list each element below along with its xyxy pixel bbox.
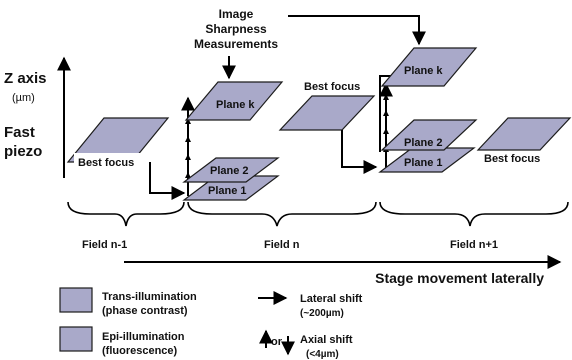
field-brace-n+1	[379, 201, 569, 227]
lateral-arrow-field-n-1	[149, 162, 186, 200]
plane-2-field-n	[182, 157, 280, 183]
measurement-arrow-right	[288, 15, 426, 46]
plane-best-focus-field-n+1	[476, 117, 572, 151]
plane-1-label-field-n: Plane 1	[208, 185, 247, 197]
legend-trans-line2: (phase contrast)	[102, 305, 188, 317]
lateral-arrow-field-n	[341, 130, 378, 174]
axial-scan-tick	[185, 136, 191, 142]
plane-1-field-n+1	[378, 147, 476, 173]
axial-scan-tick	[383, 128, 389, 134]
plane-1-label-field-n+1: Plane 1	[404, 157, 443, 169]
plane-2-label-field-n+1: Plane 2	[404, 137, 443, 149]
legend-axial-or: or	[271, 336, 283, 348]
axial-scan-tick	[185, 154, 191, 160]
best-focus-label-field-n-1: Best focus	[78, 157, 134, 169]
stage-movement-label: Stage movement laterally	[375, 270, 544, 286]
legend-axial-line2: (<4µm)	[306, 349, 339, 360]
plane-best-focus-field-n	[278, 95, 376, 131]
best-focus-label-bg	[74, 153, 152, 169]
plane-1-field-n	[182, 175, 280, 201]
measurement-label-line2: Sharpness	[205, 22, 267, 36]
field-brace-n-1	[67, 201, 185, 227]
field-label-n: Field n	[264, 239, 300, 251]
legend-axial-line1: Axial shift	[300, 334, 353, 346]
plane-2-label-field-n: Plane 2	[210, 165, 249, 177]
plane-k-field-n	[184, 81, 284, 121]
z-axis-label: Z axis	[4, 70, 47, 87]
legend-lateral-line2: (~200µm)	[300, 308, 344, 319]
legend-trans-swatch	[59, 287, 93, 313]
legend-epi-swatch	[59, 326, 93, 352]
axial-scan-tick	[383, 110, 389, 116]
best-focus-label-field-n: Best focus	[304, 81, 360, 93]
plane-k-label-field-n+1: Plane k	[404, 65, 443, 77]
fast-piezo-line1: Fast	[4, 124, 35, 141]
plane-2-field-n+1	[380, 119, 478, 151]
field-label-n+1: Field n+1	[450, 239, 498, 251]
legend-epi-line1: Epi-illumination	[102, 331, 185, 343]
legend-lateral-line1: Lateral shift	[300, 293, 363, 305]
axial-scan-tick	[185, 104, 191, 110]
measurement-label-line3: Measurements	[194, 37, 278, 51]
z-axis-unit: (µm)	[12, 92, 35, 104]
legend-epi-line2: (fluorescence)	[102, 345, 178, 357]
axial-scan-tick	[383, 94, 389, 100]
plane-k-label-field-n: Plane k	[216, 99, 255, 111]
axial-scan-ticks-field-n	[185, 172, 191, 178]
best-focus-label-field-n+1: Best focus	[484, 153, 540, 165]
field-brace-n	[187, 201, 377, 227]
field-label-n-1: Field n-1	[82, 239, 127, 251]
measurement-label-line1: Image	[219, 7, 254, 21]
plane-k-field-n+1	[380, 47, 478, 87]
fast-piezo-line2: piezo	[4, 143, 42, 160]
legend-trans-line1: Trans-illumination	[102, 291, 197, 303]
axial-scan-tick	[185, 118, 191, 124]
